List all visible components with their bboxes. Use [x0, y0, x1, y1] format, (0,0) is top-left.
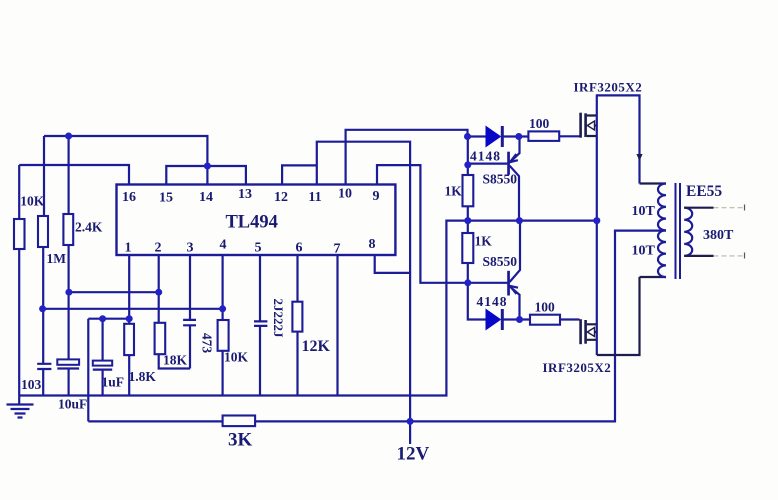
svg-text:4: 4 — [220, 238, 227, 253]
svg-text:10uF: 10uF — [58, 397, 87, 412]
svg-text:1K: 1K — [475, 234, 493, 249]
svg-text:5: 5 — [255, 241, 262, 256]
svg-text:473: 473 — [200, 333, 215, 354]
svg-text:IRF3205X2: IRF3205X2 — [543, 360, 612, 375]
svg-text:12K: 12K — [302, 338, 331, 355]
svg-text:100: 100 — [535, 300, 556, 315]
svg-text:18K: 18K — [163, 353, 188, 368]
svg-text:12V: 12V — [397, 444, 430, 465]
svg-text:14: 14 — [199, 190, 213, 205]
svg-text:10: 10 — [338, 187, 352, 202]
svg-text:1M: 1M — [47, 251, 67, 266]
svg-text:2: 2 — [155, 241, 162, 256]
svg-text:3K: 3K — [228, 430, 253, 451]
svg-text:9: 9 — [373, 189, 380, 204]
svg-text:2J222J: 2J222J — [271, 299, 286, 339]
svg-text:IRF3205X2: IRF3205X2 — [574, 80, 643, 95]
svg-text:1: 1 — [125, 241, 132, 256]
svg-text:1.8K: 1.8K — [129, 369, 157, 384]
svg-text:S8550: S8550 — [483, 254, 518, 269]
svg-text:100: 100 — [529, 116, 550, 131]
svg-text:8: 8 — [369, 237, 376, 252]
svg-text:13: 13 — [238, 187, 252, 202]
svg-text:10T: 10T — [632, 204, 656, 219]
svg-text:6: 6 — [296, 241, 303, 256]
svg-text:16: 16 — [122, 190, 136, 205]
svg-text:1K: 1K — [445, 184, 463, 199]
svg-text:10K: 10K — [224, 350, 249, 365]
svg-text:10K: 10K — [20, 194, 45, 209]
svg-text:7: 7 — [334, 242, 341, 257]
svg-text:4148: 4148 — [470, 149, 501, 164]
svg-text:TL494: TL494 — [225, 212, 277, 232]
svg-text:380T: 380T — [703, 228, 734, 243]
svg-text:EE55: EE55 — [686, 183, 722, 200]
svg-text:3: 3 — [187, 241, 194, 256]
svg-text:12: 12 — [274, 190, 288, 205]
svg-text:2.4K: 2.4K — [75, 220, 103, 235]
svg-text:103: 103 — [21, 377, 42, 392]
svg-text:11: 11 — [308, 190, 321, 205]
svg-text:1uF: 1uF — [102, 375, 125, 390]
svg-text:10T: 10T — [632, 244, 656, 259]
svg-text:15: 15 — [159, 191, 173, 206]
svg-text:4148: 4148 — [477, 294, 508, 309]
svg-text:S8550: S8550 — [483, 172, 518, 187]
